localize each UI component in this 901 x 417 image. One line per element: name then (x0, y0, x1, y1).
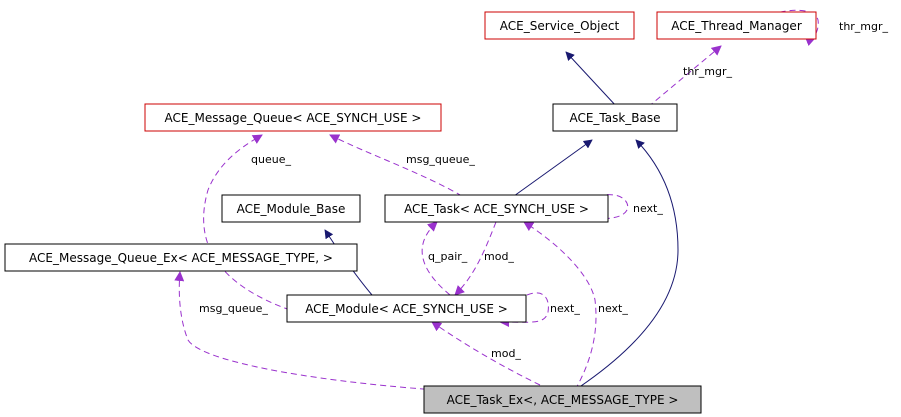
edge-taskbase-to-threadmanager (647, 45, 722, 108)
edge-taskex-to-module-mod (431, 321, 541, 386)
node-module[interactable]: ACE_Module< ACE_SYNCH_USE > (286, 294, 527, 323)
node-label: ACE_Task_Base (569, 111, 660, 125)
node-label: ACE_Message_Queue_Ex< ACE_MESSAGE_TYPE, … (29, 251, 333, 265)
edge-label-queue: queue_ (251, 153, 291, 166)
node-label: ACE_Message_Queue< ACE_SYNCH_USE > (165, 111, 422, 125)
edge-taskex-to-messagequeueex (174, 271, 437, 391)
edge-taskex-to-task-next (523, 221, 597, 391)
edge-label-qpair: q_pair_ (428, 250, 468, 263)
edge-label-mod-taskex: mod_ (491, 347, 521, 360)
edge-taskex-to-taskbase (577, 139, 679, 389)
node-label: ACE_Service_Object (500, 19, 620, 33)
edge-labels: thr_mgr_ thr_mgr_ queue_ msg_queue_ next… (199, 20, 889, 360)
edge-label-next-taskex: next_ (598, 302, 628, 315)
node-service-object[interactable]: ACE_Service_Object (484, 11, 635, 40)
node-label: ACE_Task< ACE_SYNCH_USE > (404, 202, 589, 216)
edge-task-to-messagequeue (329, 134, 463, 197)
edge-label-next-module: next_ (550, 302, 580, 315)
edge-task-to-module-mod (454, 221, 497, 296)
edge-label-thrmgr: thr_mgr_ (683, 65, 733, 78)
node-task[interactable]: ACE_Task< ACE_SYNCH_USE > (384, 194, 609, 223)
node-label: ACE_Task_Ex<, ACE_MESSAGE_TYPE > (447, 393, 679, 407)
node-module-base[interactable]: ACE_Module_Base (221, 194, 361, 223)
node-thread-manager[interactable]: ACE_Thread_Manager (656, 11, 817, 40)
edge-label-msgqueue-ex: msg_queue_ (199, 302, 268, 315)
edge-label-msgqueue-task: msg_queue_ (406, 153, 475, 166)
node-task-ex[interactable]: ACE_Task_Ex<, ACE_MESSAGE_TYPE > (423, 385, 702, 414)
edge-module-to-task-qpair (421, 221, 451, 296)
edge-task-to-taskbase (513, 139, 593, 197)
edge-label-thrmgr-self: thr_mgr_ (839, 20, 889, 33)
edge-label-next-task: next_ (633, 202, 663, 215)
node-label: ACE_Module< ACE_SYNCH_USE > (305, 302, 508, 316)
node-task-base[interactable]: ACE_Task_Base (552, 103, 678, 132)
node-label: ACE_Thread_Manager (671, 19, 802, 33)
edge-module-to-messagequeue (203, 134, 291, 311)
node-label: ACE_Module_Base (237, 202, 346, 216)
node-message-queue[interactable]: ACE_Message_Queue< ACE_SYNCH_USE > (144, 103, 442, 132)
edge-label-mod-task: mod_ (484, 250, 514, 263)
node-message-queue-ex[interactable]: ACE_Message_Queue_Ex< ACE_MESSAGE_TYPE, … (4, 243, 358, 272)
edge-taskbase-to-serviceobject (565, 51, 618, 108)
